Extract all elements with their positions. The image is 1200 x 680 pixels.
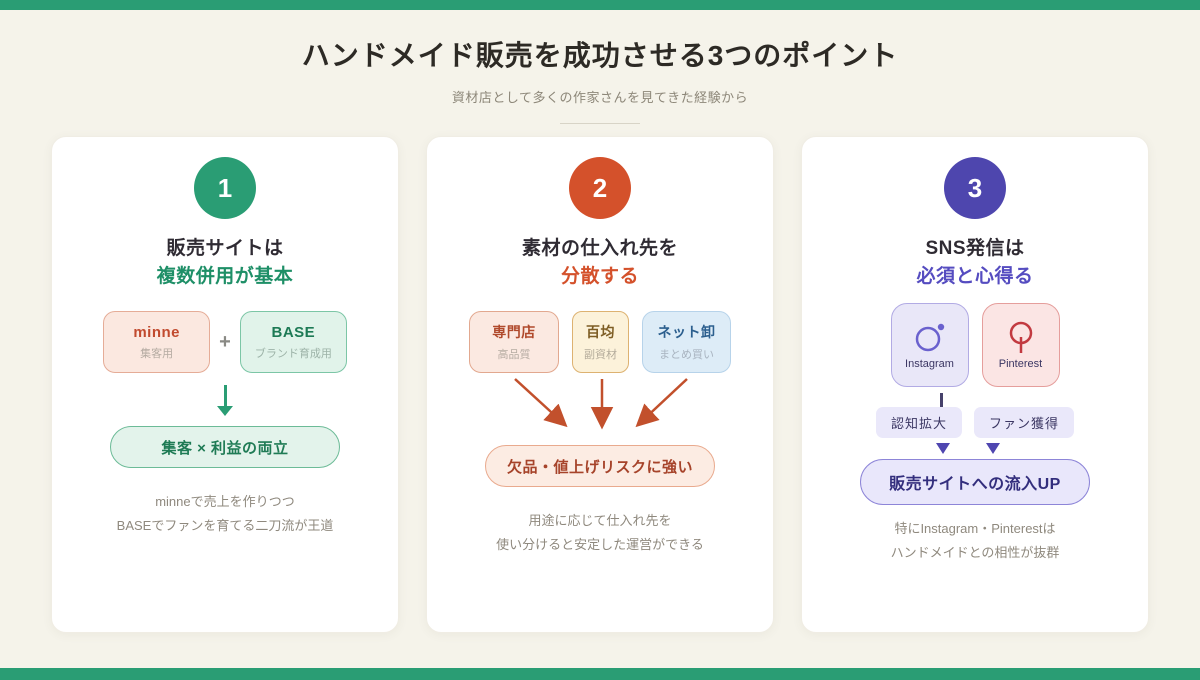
card-2-title-line2: 分散する	[560, 266, 639, 287]
card-sns: 3 SNS発信は 必須と心得る Instagram Pinterest	[801, 136, 1149, 633]
specialty-store-box: 専門店 高品質	[469, 311, 559, 373]
cards-container: 1 販売サイトは 複数併用が基本 minne 集客用 + BASE ブランド育成…	[0, 136, 1200, 633]
awareness-badge: 認知拡大	[875, 407, 962, 438]
card-1-title: 販売サイトは 複数併用が基本	[52, 235, 398, 291]
dollar-store-box: 百均 副資材	[572, 311, 629, 373]
page-subtitle: 資材店として多くの作家さんを見てきた経験から	[451, 90, 749, 105]
page-title: ハンドメイド販売を成功させる3つのポイント	[301, 40, 899, 71]
card-1-boxes-row: minne 集客用 + BASE ブランド育成用	[52, 311, 398, 373]
step-1-badge: 1	[194, 157, 256, 219]
specialty-store-label: 専門店	[492, 324, 536, 340]
card-2-description: 用途に応じて仕入れ先を 使い分けると安定した運営ができる	[496, 513, 704, 553]
card-2-title-line1: 素材の仕入れ先を	[521, 238, 678, 259]
instagram-label: Instagram	[905, 358, 954, 370]
instagram-icon	[915, 323, 944, 352]
fans-badge: ファン獲得	[974, 407, 1075, 438]
card-2-title: 素材の仕入れ先を 分散する	[427, 235, 773, 291]
card-1-title-line1: 販売サイトは	[166, 238, 284, 259]
top-accent-bar	[0, 0, 1200, 10]
card-suppliers: 2 素材の仕入れ先を 分散する 専門店 高品質 百均 副資材 ネット卸 まとめ買…	[426, 136, 774, 633]
card-3-title-line1: SNS発信は	[925, 238, 1025, 259]
base-box: BASE ブランド育成用	[239, 311, 347, 373]
card-3-badges-row: 認知拡大 ファン獲得	[802, 407, 1148, 438]
online-wholesale-sublabel: まとめ買い	[659, 349, 714, 361]
dollar-store-sublabel: 副資材	[584, 349, 617, 361]
minne-box: minne 集客用	[103, 311, 211, 373]
card-1-description: minneで売上を作りつつ BASEでファンを育てる二刀流が王道	[116, 494, 334, 534]
step-3-badge: 3	[944, 157, 1006, 219]
down-arrow-icon	[217, 385, 233, 416]
online-wholesale-box: ネット卸 まとめ買い	[642, 311, 731, 373]
card-1-result-pill: 集客 × 利益の両立	[110, 426, 340, 468]
pinterest-label: Pinterest	[998, 358, 1043, 370]
card-3-sns-row: Instagram Pinterest	[802, 303, 1148, 387]
specialty-store-sublabel: 高品質	[497, 349, 531, 361]
step-2-badge: 2	[569, 157, 631, 219]
minne-sublabel: 集客用	[140, 347, 174, 360]
card-2-boxes-row: 専門店 高品質 百均 副資材 ネット卸 まとめ買い	[427, 311, 773, 373]
pinterest-icon	[1009, 321, 1032, 353]
instagram-box: Instagram	[890, 303, 969, 387]
dollar-store-label: 百均	[586, 324, 615, 340]
bottom-accent-bar	[0, 668, 1200, 680]
converging-arrows-icon	[514, 378, 688, 430]
base-sublabel: ブランド育成用	[254, 347, 332, 360]
plus-sign: +	[219, 330, 231, 353]
header: ハンドメイド販売を成功させる3つのポイント 資材店として多くの作家さんを見てきた…	[0, 10, 1200, 124]
header-divider	[560, 123, 640, 124]
minne-label: minne	[133, 323, 180, 341]
card-3-title: SNS発信は 必須と心得る	[802, 235, 1148, 291]
card-1-title-line2: 複数併用が基本	[156, 266, 294, 287]
card-3-result-pill: 販売サイトへの流入UP	[860, 459, 1090, 505]
online-wholesale-label: ネット卸	[657, 324, 716, 340]
base-label: BASE	[271, 323, 316, 341]
card-2-result-pill: 欠品・値上げリスクに強い	[485, 445, 715, 487]
card-3-description: 特にInstagram・Pinterestは ハンドメイドとの相性が抜群	[890, 521, 1060, 561]
down-arrowhead-right-icon	[986, 443, 1000, 454]
down-arrowhead-left-icon	[936, 443, 950, 454]
card-3-title-line2: 必須と心得る	[916, 266, 1034, 287]
card-sales-sites: 1 販売サイトは 複数併用が基本 minne 集客用 + BASE ブランド育成…	[51, 136, 399, 633]
pinterest-box: Pinterest	[981, 303, 1060, 387]
down-arrowheads	[802, 441, 1148, 457]
